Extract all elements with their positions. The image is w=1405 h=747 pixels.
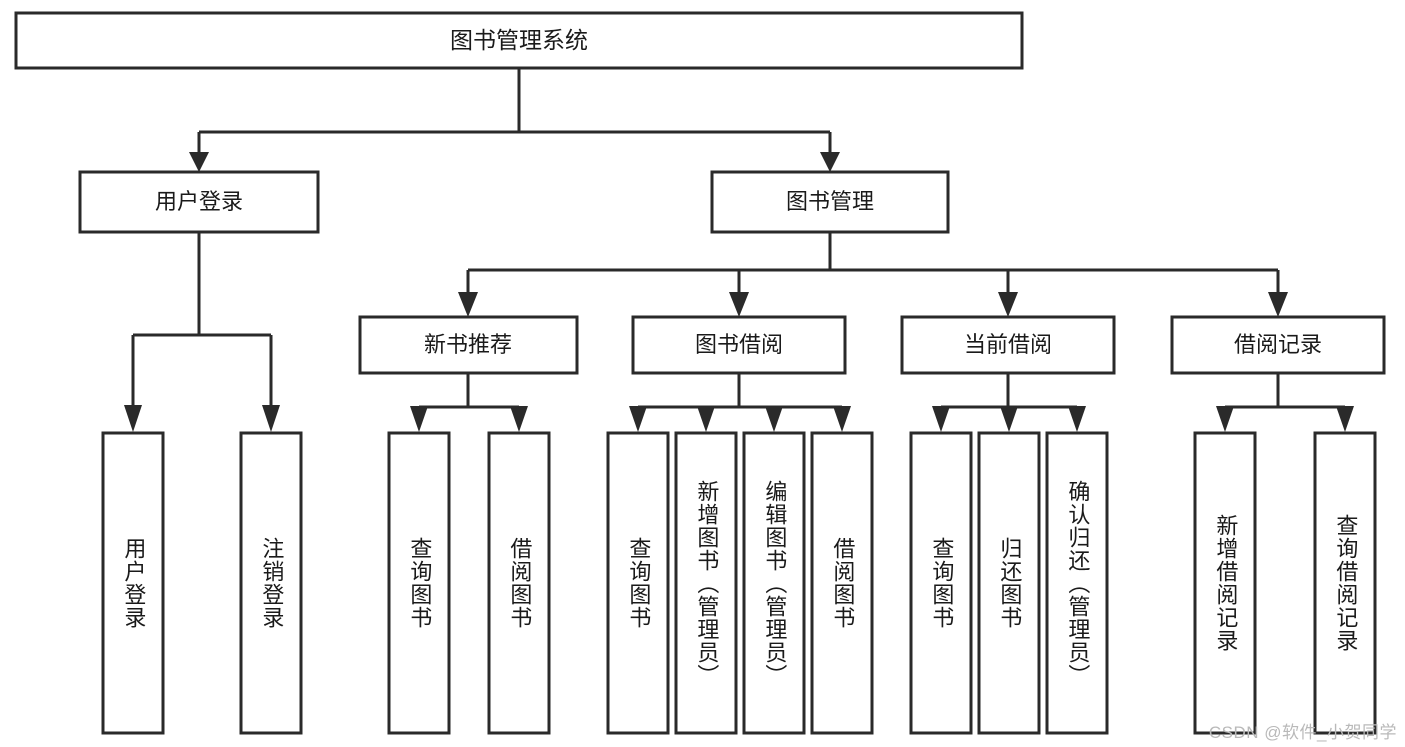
leaf-bb-borrow-book[interactable] [810, 431, 874, 735]
leaf-nb-query-book[interactable] [387, 431, 451, 735]
node-root[interactable] [14, 11, 1024, 70]
arrow-head-bb-edit-book [765, 406, 783, 432]
leaf-nb-borrow-book[interactable] [487, 431, 551, 735]
arrow-head-user-login [189, 152, 209, 172]
node-new-book-recommend-label: 新书推荐 [424, 332, 512, 357]
arrow-head-br-query-record [1336, 406, 1354, 432]
connector-group-root [189, 68, 840, 172]
connector-group-new-book [410, 373, 528, 432]
connector-group-current-borrow [932, 373, 1086, 432]
leaf-cb-confirm-return[interactable] [1045, 431, 1109, 735]
node-book-borrow[interactable] [631, 315, 847, 375]
node-book-manage-label: 图书管理 [786, 189, 874, 214]
arrow-head-cb-return-book [1000, 406, 1018, 432]
arrow-head-bb-add-book [697, 406, 715, 432]
arrow-head-leaf-user-login [124, 405, 142, 432]
node-user-login[interactable] [78, 170, 320, 234]
leaf-bb-add-book[interactable] [674, 431, 738, 735]
connector-group-book-borrow [629, 373, 851, 432]
arrow-head-borrow-record [1268, 292, 1288, 317]
arrow-head-br-add-record [1216, 406, 1234, 432]
arrow-head-cb-query-book [932, 406, 950, 432]
arrow-head-bb-borrow-book [833, 406, 851, 432]
node-book-borrow-label: 图书借阅 [695, 332, 783, 357]
arrow-head-book-borrow [729, 292, 749, 317]
arrow-head-cb-confirm-return [1068, 406, 1086, 432]
node-book-manage[interactable] [710, 170, 950, 234]
watermark-text: CSDN @软件_小贺同学 [1208, 723, 1397, 742]
arrow-head-new-book [458, 292, 478, 317]
connector-group-user-login [124, 232, 280, 432]
leaf-bb-edit-book[interactable] [742, 431, 806, 735]
arrow-head-nb-query-book [410, 406, 428, 432]
leaf-user-login[interactable] [101, 431, 165, 735]
node-borrow-record[interactable] [1170, 315, 1386, 375]
leaf-cb-query-book[interactable] [909, 431, 973, 735]
node-current-borrow[interactable] [900, 315, 1116, 375]
arrow-head-current-borrow [998, 292, 1018, 317]
leaf-br-query-record[interactable] [1313, 431, 1377, 735]
arrow-head-book-manage [820, 152, 840, 172]
leaf-logout[interactable] [239, 431, 303, 735]
node-current-borrow-label: 当前借阅 [964, 332, 1052, 357]
leaf-br-add-record[interactable] [1193, 431, 1257, 735]
node-borrow-record-label: 借阅记录 [1234, 332, 1322, 357]
node-root-label: 图书管理系统 [450, 27, 588, 53]
arrow-head-leaf-logout [262, 405, 280, 432]
connector-group-book-manage [458, 232, 1288, 317]
connector-group-borrow-record [1216, 373, 1354, 432]
arrow-head-bb-query-book [629, 406, 647, 432]
leaf-bb-query-book[interactable] [606, 431, 670, 735]
node-new-book-recommend[interactable] [358, 315, 579, 375]
arrow-head-nb-borrow-book [510, 406, 528, 432]
node-user-login-label: 用户登录 [155, 189, 243, 214]
leaf-cb-return-book[interactable] [977, 431, 1041, 735]
